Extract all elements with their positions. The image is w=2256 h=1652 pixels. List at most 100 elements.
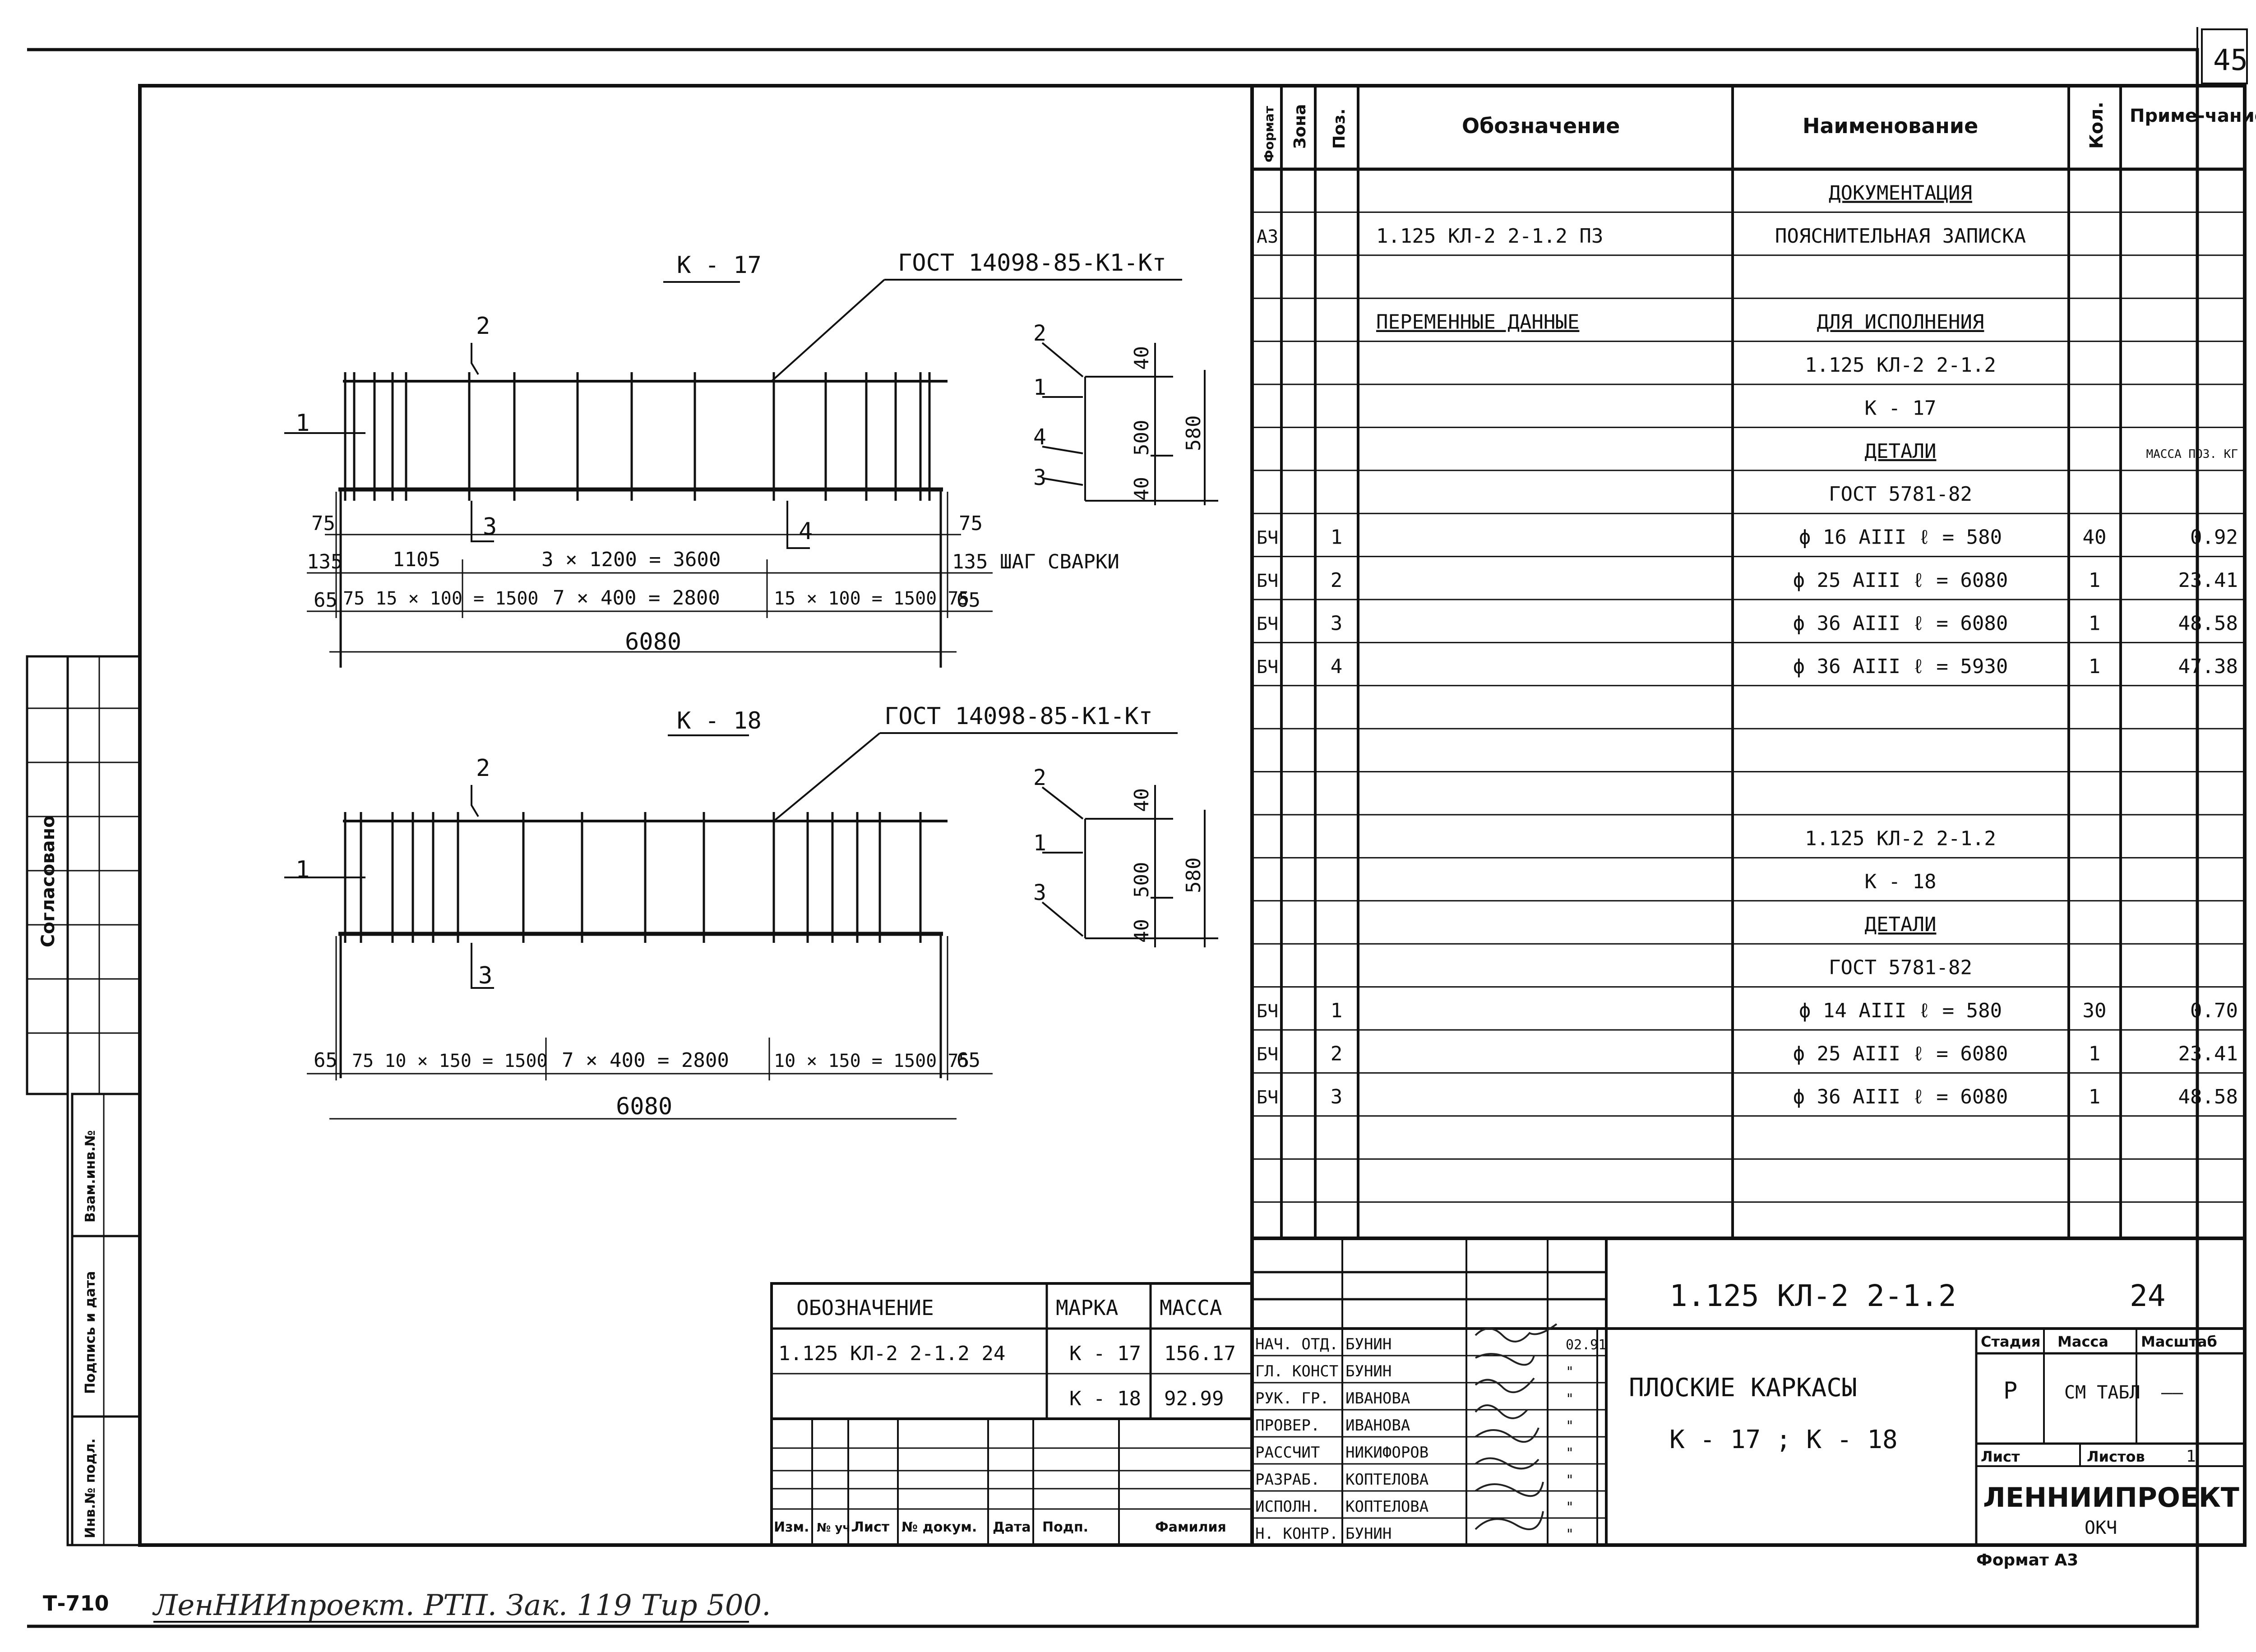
k17-dim-3x1200: 3 × 1200 = 3600	[541, 548, 721, 571]
people-role: ИСПОЛН.	[1255, 1498, 1320, 1516]
spec-row-name: ДОКУМЕНТАЦИЯ	[1829, 181, 1972, 204]
spec-header-format: Формат	[1262, 106, 1276, 162]
k18-dim-10x150-right: 10 × 150 = 1500 75	[774, 1051, 969, 1071]
spec-row-qty: 1	[2089, 1042, 2101, 1065]
spec-row-name: ϕ 16 АIII ℓ = 580	[1799, 526, 2002, 549]
k17-pos-3: 3	[483, 513, 497, 540]
k18-dim-7x400: 7 × 400 = 2800	[562, 1049, 729, 1072]
people-role: ГЛ. КОНСТ	[1255, 1362, 1338, 1380]
k17-dim-135-right: 135 ШАГ СВАРКИ	[952, 550, 1119, 573]
sheets-value: 1	[2186, 1447, 2196, 1466]
spec-header-designation: Обозначение	[1462, 114, 1620, 138]
spec-row-note: 0.70	[2190, 999, 2238, 1022]
spec-row-format: БЧ	[1257, 614, 1278, 634]
k17-dim-15x100-right: 15 × 100 = 1500 75	[774, 588, 969, 609]
title-block	[1250, 1237, 2247, 1547]
spec-row-pos: 3	[1331, 1085, 1343, 1108]
k17-dim-15x100-left: 75 15 × 100 = 1500	[343, 588, 538, 609]
spec-row-name: 1.125 КЛ-2 2-1.2	[1805, 354, 1996, 377]
k18-gost: ГОСТ 14098-85-К1-Кт	[884, 703, 1153, 730]
rev-header-date: Дата	[993, 1519, 1031, 1535]
k18-section-40-top: 40	[1130, 788, 1153, 812]
k18-dim-10x150-left: 75 10 × 150 = 1500	[352, 1051, 547, 1071]
spec-row-name: ГОСТ 5781-82	[1829, 956, 1972, 979]
mass-row1-designation: 1.125 КЛ-2 2-1.2 24	[778, 1342, 1005, 1365]
k17-dim-7x400: 7 × 400 = 2800	[553, 586, 720, 609]
title-line-1: ПЛОСКИЕ КАРКАСЫ	[1629, 1373, 1857, 1403]
sheet-label: Лист	[1981, 1448, 2020, 1465]
k17-section-pos-1: 1	[1033, 375, 1046, 400]
people-name: БУНИН	[1345, 1335, 1392, 1353]
spec-row-pos: 2	[1331, 1042, 1343, 1065]
spec-header-qty: Кол.	[2086, 102, 2107, 149]
rev-header-change: Изм.	[774, 1519, 809, 1535]
k17-pos-4: 4	[799, 518, 813, 545]
spec-row-designation: 1.125 КЛ-2 2-1.2 ПЗ	[1376, 225, 1603, 248]
k17-dim-65-left: 65	[314, 589, 337, 612]
k18-title: К - 18	[677, 707, 762, 734]
people-date: "	[1566, 1364, 1574, 1380]
spec-row-qty: 1	[2089, 569, 2101, 592]
k18-dim-65-right: 65	[957, 1049, 980, 1072]
spec-row-name: 1.125 КЛ-2 2-1.2	[1805, 827, 1996, 850]
people-name: КОПТЕЛОВА	[1345, 1471, 1428, 1489]
spec-row-designation: ПЕРЕМЕННЫЕ ДАННЫЕ	[1376, 311, 1579, 334]
organization: ЛЕННИИПРОЕКТ	[1983, 1482, 2239, 1514]
format-label: Формат А3	[1976, 1551, 2078, 1569]
k18-section-40-bot: 40	[1130, 919, 1153, 943]
people-date: "	[1566, 1527, 1574, 1542]
spec-row-note: МАССА ПОЗ. КГ	[2146, 448, 2238, 461]
spec-row-pos: 3	[1331, 612, 1343, 635]
spec-row-format: БЧ	[1257, 657, 1278, 678]
side-stamp	[26, 655, 141, 1546]
spec-row-format: БЧ	[1257, 1044, 1278, 1065]
people-role: РУК. ГР.	[1255, 1389, 1329, 1407]
spec-header-note: Приме-чание	[2130, 106, 2256, 126]
mass-label: Масса	[2057, 1333, 2108, 1350]
signatures	[1475, 1323, 1558, 1530]
mass-header-mark: МАРКА	[1056, 1296, 1118, 1320]
k17-dim-75-left: 75	[311, 512, 335, 535]
k18-pos-3: 3	[478, 962, 492, 989]
people-date: 02.91	[1566, 1337, 1606, 1353]
spec-header-name: Наименование	[1803, 114, 1978, 138]
people-date: "	[1566, 1472, 1574, 1488]
rev-header-doc: № докум.	[901, 1519, 977, 1535]
k18-pos-2: 2	[476, 755, 490, 782]
rev-header-sheet: Лист	[853, 1519, 890, 1535]
people-name: ИВАНОВА	[1345, 1417, 1410, 1435]
drawing-k18: К - 18 ГОСТ 14098-85-К1-Кт 1 2 3	[284, 703, 1218, 1120]
spec-row-name: ϕ 14 АIII ℓ = 580	[1799, 999, 2002, 1022]
k17-dim-135-left: 135	[307, 550, 342, 573]
bottom-production-note: ЛенНИИпроект. РТП. Зак. 119 Тир 500.	[152, 1589, 771, 1622]
stage-label: Стадия	[1981, 1333, 2040, 1350]
spec-row-note: 48.58	[2178, 1085, 2238, 1108]
spec-header-pos: Поз.	[1330, 109, 1349, 149]
k18-pos-1: 1	[296, 856, 310, 883]
department: ОКЧ	[2085, 1518, 2117, 1538]
people-name: БУНИН	[1345, 1362, 1392, 1380]
people-name: НИКИФОРОВ	[1345, 1444, 1428, 1462]
spec-row-name: ϕ 36 АIII ℓ = 6080	[1793, 612, 2008, 635]
spec-row-name: ϕ 36 АIII ℓ = 6080	[1793, 1085, 2008, 1108]
k17-dim-total: 6080	[625, 628, 681, 655]
mass-row2-mark: К - 18	[1069, 1387, 1141, 1410]
people-date: "	[1566, 1500, 1574, 1515]
people-name: ИВАНОВА	[1345, 1389, 1410, 1407]
mass-header-mass: МАССА	[1160, 1296, 1222, 1320]
sheets-label: Листов	[2087, 1448, 2145, 1465]
spec-row-name: ГОСТ 5781-82	[1829, 483, 1972, 506]
stamp-code: Т-710	[43, 1591, 109, 1615]
people-date: "	[1566, 1445, 1574, 1461]
people-role: Н. КОНТР.	[1255, 1525, 1338, 1543]
side-label-agreed: Согласовано	[38, 815, 59, 947]
rev-header-surname: Фамилия	[1155, 1519, 1226, 1535]
spec-row-name: ПОЯСНИТЕЛЬНАЯ ЗАПИСКА	[1775, 225, 2026, 248]
spec-row-format: БЧ	[1257, 1001, 1278, 1022]
spec-row-format: БЧ	[1257, 1087, 1278, 1108]
spec-row-note: 23.41	[2178, 1042, 2238, 1065]
people-date: "	[1566, 1418, 1574, 1434]
people-role: ПРОВЕР.	[1255, 1417, 1320, 1435]
k17-section-pos-3: 3	[1033, 465, 1046, 490]
